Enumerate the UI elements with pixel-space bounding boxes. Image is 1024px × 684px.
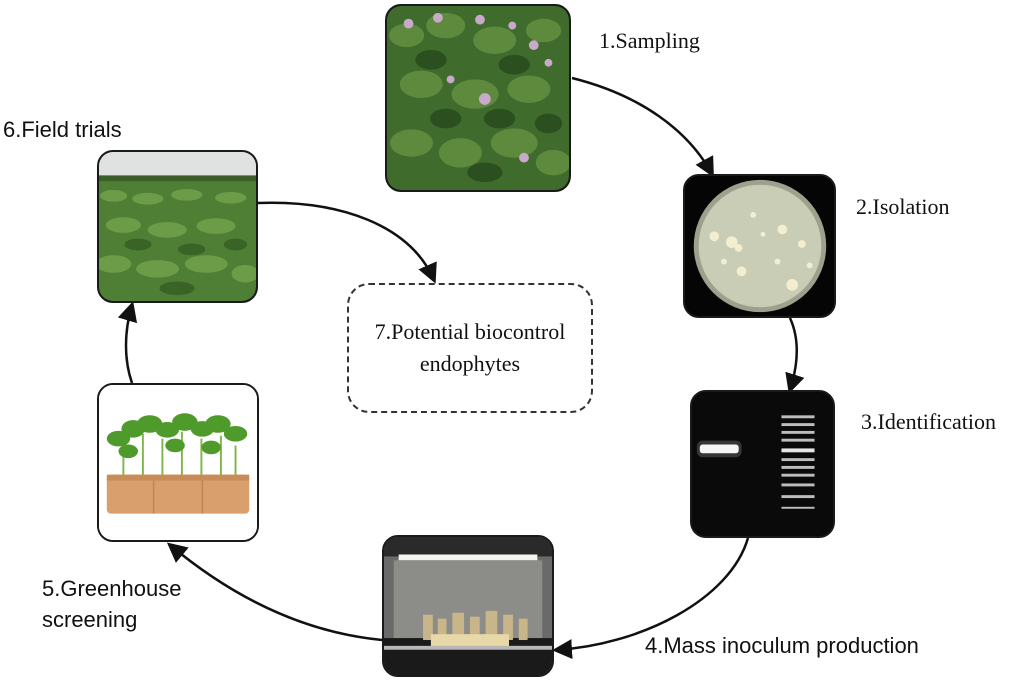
- sampling-photo: [385, 4, 571, 192]
- arrow-identification-to-mass-production: [552, 537, 750, 660]
- field-trials-photo: [97, 150, 258, 303]
- result-label-line1: 7.Potential biocontrol: [374, 319, 566, 344]
- step-label-identification: 3.Identification: [861, 409, 997, 434]
- arrow-field-to-result: [257, 201, 437, 284]
- arrow-mass-production-to-greenhouse: [166, 542, 383, 642]
- result-box: 7.Potential biocontrol endophytes: [347, 283, 593, 413]
- arrow-isolation-to-identification: [785, 317, 805, 394]
- step-label-sampling: 1.Sampling: [599, 28, 700, 53]
- step-label-mass-production: 4.Mass inoculum production: [645, 633, 919, 658]
- isolation-petri-photo: [683, 174, 836, 318]
- identification-gel-photo: [690, 390, 835, 538]
- step-label-field-trials: 6.Field trials: [3, 117, 122, 142]
- step-label-isolation: 2.Isolation: [856, 194, 950, 219]
- result-label-line2: endophytes: [419, 351, 521, 376]
- arrow-greenhouse-to-field: [117, 301, 138, 384]
- greenhouse-seedlings-photo: [97, 383, 259, 542]
- arrow-sampling-to-isolation: [571, 76, 714, 178]
- mass-production-photo: [382, 535, 554, 677]
- step-label-greenhouse-line2: screening: [42, 607, 138, 632]
- step-label-greenhouse-line1: 5.Greenhouse: [42, 576, 182, 601]
